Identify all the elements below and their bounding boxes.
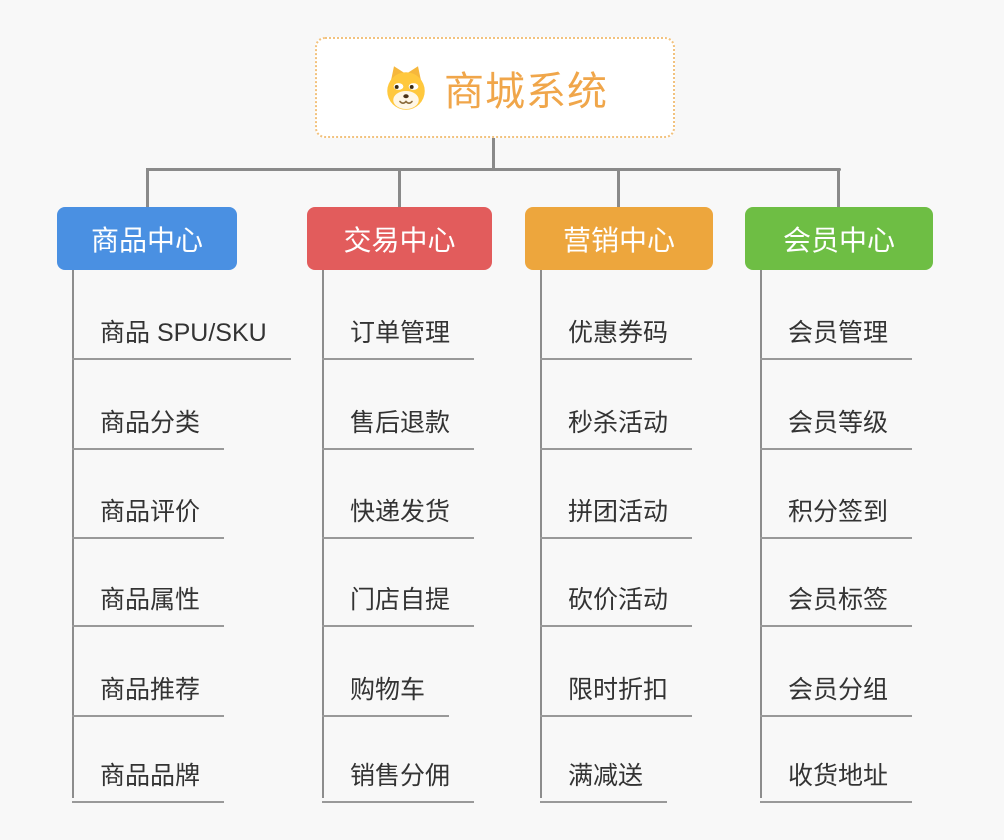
leaf-node[interactable]: 砍价活动 — [540, 580, 693, 627]
connector-crossbar — [146, 168, 841, 171]
root-title: 商城系统 — [444, 69, 608, 114]
leaf-column-trade-center: 订单管理 售后退款 快递发货 门店自提 购物车 销售分佣 — [322, 270, 562, 803]
leaf-node[interactable]: 会员管理 — [760, 313, 913, 360]
leaf-node[interactable]: 会员分组 — [760, 670, 913, 717]
leaf-node[interactable]: 积分签到 — [760, 492, 913, 539]
leaf-node[interactable]: 商品属性 — [72, 580, 225, 627]
leaf-node[interactable]: 售后退款 — [322, 403, 475, 450]
leaf-node[interactable]: 收货地址 — [760, 756, 913, 803]
connector-root-drop — [492, 138, 495, 169]
leaf-node[interactable]: 门店自提 — [322, 580, 475, 627]
root-node-mall-system[interactable]: 商城系统 — [315, 37, 675, 138]
leaf-node[interactable]: 商品推荐 — [72, 670, 225, 717]
leaf-column-product-center: 商品 SPU/SKU 商品分类 商品评价 商品属性 商品推荐 商品品牌 — [72, 270, 312, 803]
leaf-node[interactable]: 购物车 — [322, 670, 450, 717]
connector-stub-marketing — [617, 168, 620, 208]
leaf-node[interactable]: 优惠券码 — [540, 313, 693, 360]
connector-trunk-marketing — [540, 270, 542, 798]
leaf-node[interactable]: 商品评价 — [72, 492, 225, 539]
leaf-node[interactable]: 销售分佣 — [322, 756, 475, 803]
branch-node-trade-center[interactable]: 交易中心 — [307, 207, 492, 270]
leaf-node[interactable]: 限时折扣 — [540, 670, 693, 717]
connector-trunk-member — [760, 270, 762, 798]
connector-stub-members — [837, 168, 840, 208]
dog-face-icon — [382, 64, 430, 112]
leaf-node[interactable]: 商品分类 — [72, 403, 225, 450]
leaf-node[interactable]: 商品品牌 — [72, 756, 225, 803]
connector-trunk-product — [72, 270, 74, 798]
leaf-node[interactable]: 会员等级 — [760, 403, 913, 450]
leaf-node[interactable]: 订单管理 — [322, 313, 475, 360]
branch-node-marketing-center[interactable]: 营销中心 — [525, 207, 713, 270]
branch-node-member-center[interactable]: 会员中心 — [745, 207, 933, 270]
branch-node-product-center[interactable]: 商品中心 — [57, 207, 237, 270]
leaf-node[interactable]: 快递发货 — [322, 492, 475, 539]
leaf-column-member-center: 会员管理 会员等级 积分签到 会员标签 会员分组 收货地址 — [760, 270, 1000, 803]
leaf-column-marketing-center: 优惠券码 秒杀活动 拼团活动 砍价活动 限时折扣 满减送 — [540, 270, 780, 803]
connector-stub-trade — [398, 168, 401, 208]
leaf-node[interactable]: 秒杀活动 — [540, 403, 693, 450]
connector-trunk-trade — [322, 270, 324, 798]
connector-stub-products — [146, 168, 149, 208]
leaf-node[interactable]: 拼团活动 — [540, 492, 693, 539]
leaf-node[interactable]: 会员标签 — [760, 580, 913, 627]
leaf-node[interactable]: 商品 SPU/SKU — [72, 313, 291, 360]
leaf-node[interactable]: 满减送 — [540, 756, 668, 803]
